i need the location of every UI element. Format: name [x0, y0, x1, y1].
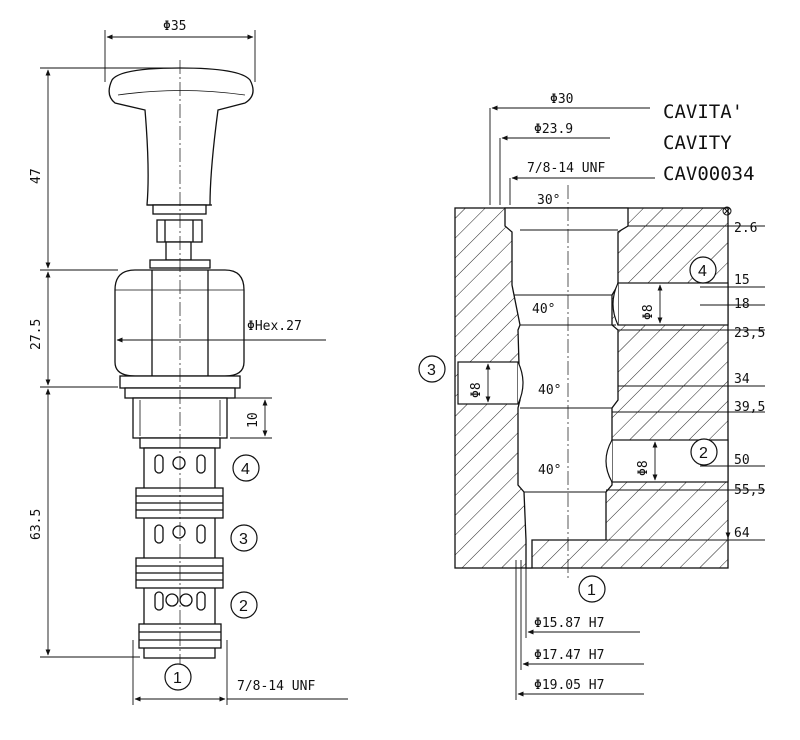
title-line1: CAVITA' — [663, 101, 743, 123]
cavity-angle-3: 40° — [538, 463, 561, 478]
valve-dim-height-knob: 47 — [29, 168, 44, 184]
valve-dimension-labels: Φ35 47 27.5 63.5 ΦHex.27 10 7/8-14 UNF — [29, 19, 315, 694]
valve-port-3: 3 — [239, 531, 248, 548]
port-holes — [154, 454, 206, 611]
cavity-port-markers: 4 3 2 1 — [418, 256, 718, 603]
valve-dim-knob-dia: Φ35 — [163, 19, 186, 34]
surface-symbol — [722, 206, 732, 216]
cavity-port-2: 2 — [699, 445, 708, 462]
cavity-depth-55-5: 55,5 — [734, 483, 765, 498]
cavity-section — [454, 185, 729, 580]
surface-mark-icon — [722, 206, 732, 216]
cavity-dim-angle-top: 30° — [537, 193, 560, 208]
cavity-depth-18: 18 — [734, 297, 750, 312]
cavity-dim-d8-port3: Φ8 — [469, 382, 484, 398]
hex-body — [114, 269, 245, 377]
cavity-dim-d17-47: Φ17.47 H7 — [534, 648, 604, 663]
valve-drawing — [108, 60, 254, 665]
title-line3: CAV00034 — [663, 163, 755, 185]
cavity-dim-d8-port2: Φ8 — [636, 460, 651, 476]
cavity-dim-d19-05: Φ19.05 H7 — [534, 678, 604, 693]
cavity-depth-23-5: 23,5 — [734, 326, 765, 341]
cartridge-body — [143, 447, 216, 659]
valve-knob — [108, 67, 254, 215]
cavity-port-3: 3 — [427, 362, 436, 379]
valve-port-2: 2 — [239, 598, 248, 615]
cavity-dimensions — [485, 105, 765, 700]
valve-port-4: 4 — [241, 461, 250, 478]
valve-dim-height-body: 63.5 — [29, 509, 44, 540]
cavity-angle-1: 40° — [532, 302, 555, 317]
stem-nut — [156, 219, 203, 243]
valve-dim-thread: 7/8-14 UNF — [237, 679, 315, 694]
valve-dim-thread-len: 10 — [246, 412, 261, 428]
cavity-port-1: 1 — [587, 582, 596, 599]
o-ring-seals — [135, 487, 224, 649]
cavity-depth-50: 50 — [734, 453, 750, 468]
cavity-depth-34: 34 — [734, 372, 750, 387]
cavity-depth-64: 64 — [734, 526, 750, 541]
valve-port-markers: 4 3 2 1 — [164, 454, 260, 691]
valve-dim-hex: ΦHex.27 — [247, 319, 302, 334]
cavity-title: CAVITA' CAVITY CAV00034 — [663, 101, 755, 185]
cavity-dim-d23-9: Φ23.9 — [534, 122, 573, 137]
valve-port-1: 1 — [173, 670, 182, 687]
cavity-angle-2: 40° — [538, 383, 561, 398]
cavity-dim-d8-port4: Φ8 — [641, 304, 656, 320]
title-line2: CAVITY — [663, 132, 732, 154]
cavity-dim-thread: 7/8-14 UNF — [527, 161, 605, 176]
cavity-depth-39-5: 39,5 — [734, 400, 765, 415]
cavity-dim-d15-87: Φ15.87 H7 — [534, 616, 604, 631]
cavity-dimension-labels: Φ30 Φ23.9 7/8-14 UNF 30° 40° 40° 40° Φ8 … — [469, 92, 765, 693]
cavity-depth-2-6: 2.6 — [734, 221, 757, 236]
cavity-port-4: 4 — [698, 263, 707, 280]
cavity-dim-d30: Φ30 — [550, 92, 573, 107]
valve-dim-height-hex: 27.5 — [29, 319, 44, 350]
cavity-depth-15: 15 — [734, 273, 750, 288]
valve-dimensions — [40, 30, 348, 705]
